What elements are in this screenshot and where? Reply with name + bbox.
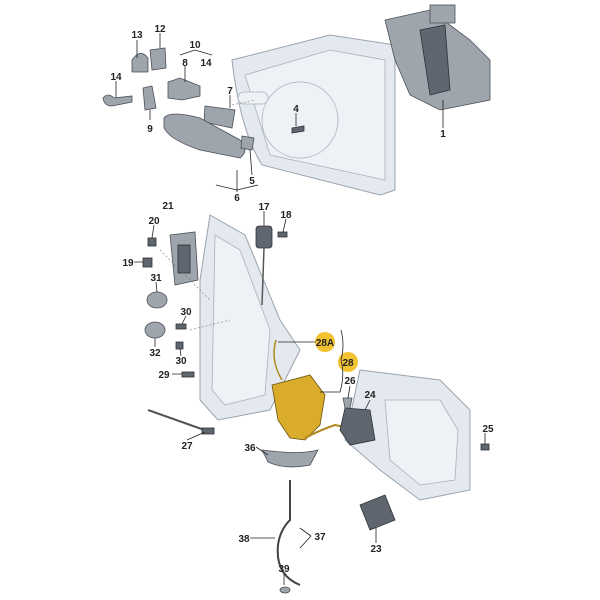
part-29	[181, 371, 195, 378]
label-14-right: 14	[200, 58, 212, 69]
part-25	[480, 443, 490, 451]
lower-left-parts	[142, 225, 288, 435]
part-19	[142, 257, 153, 268]
label-8: 8	[182, 58, 188, 69]
label-14-left: 14	[110, 72, 122, 83]
label-5: 5	[249, 176, 255, 187]
part-17	[255, 225, 273, 249]
label-26: 26	[344, 376, 356, 387]
part-9	[142, 85, 157, 111]
part-24	[339, 407, 376, 446]
part-23	[359, 494, 396, 531]
label-38: 38	[238, 534, 250, 545]
part-14	[102, 94, 133, 107]
label-36: 36	[244, 443, 256, 454]
part-30b	[175, 341, 184, 350]
highlight-28	[338, 352, 358, 372]
label-7: 7	[227, 86, 233, 97]
part-5	[240, 135, 255, 151]
part-38-cable	[276, 480, 301, 586]
label-13: 13	[131, 30, 143, 41]
part-28-door-lock	[271, 339, 351, 441]
label-28: 28	[342, 358, 354, 369]
label-28a: 28A	[316, 338, 334, 349]
label-9: 9	[147, 124, 153, 135]
lower-door-panel	[199, 214, 471, 501]
callout-labels: 1 4 5 6 7 8 9 10 12 13 14 14 17 18 19 20…	[110, 24, 494, 575]
part-36	[261, 449, 319, 468]
label-30-upper: 30	[180, 307, 192, 318]
label-4: 4	[293, 104, 299, 115]
part-18	[277, 231, 288, 238]
label-1: 1	[440, 129, 446, 140]
label-18: 18	[280, 210, 292, 221]
part-4-screw	[291, 125, 305, 134]
label-19: 19	[122, 258, 134, 269]
label-30-lower: 30	[175, 356, 187, 367]
part-32	[144, 321, 166, 339]
part-7	[203, 105, 236, 129]
part-6-handle	[163, 113, 246, 159]
part-39	[279, 586, 291, 594]
label-32: 32	[149, 348, 161, 359]
label-20: 20	[148, 216, 160, 227]
part-20	[147, 237, 157, 247]
right-parts	[261, 397, 490, 594]
label-29: 29	[158, 370, 170, 381]
label-24: 24	[364, 390, 376, 401]
label-39: 39	[278, 564, 290, 575]
highlight-28a	[315, 332, 335, 352]
label-6: 6	[234, 193, 240, 204]
part-31	[146, 291, 168, 309]
label-10: 10	[189, 40, 201, 51]
label-27: 27	[181, 441, 193, 452]
part-8	[167, 77, 201, 101]
upper-door-panel	[231, 34, 396, 196]
label-37: 37	[314, 532, 326, 543]
label-12: 12	[154, 24, 166, 35]
label-17: 17	[258, 202, 270, 213]
label-23: 23	[370, 544, 382, 555]
part-13	[131, 53, 149, 73]
part-12	[149, 47, 167, 71]
label-21: 21	[162, 201, 174, 212]
handle-parts	[102, 47, 305, 159]
part-26	[342, 397, 353, 409]
leader-lines	[115, 33, 486, 585]
part-27	[201, 427, 215, 435]
label-25: 25	[482, 424, 494, 435]
label-31: 31	[150, 273, 162, 284]
part-1-bracket	[384, 4, 491, 111]
part-30a	[175, 323, 187, 330]
